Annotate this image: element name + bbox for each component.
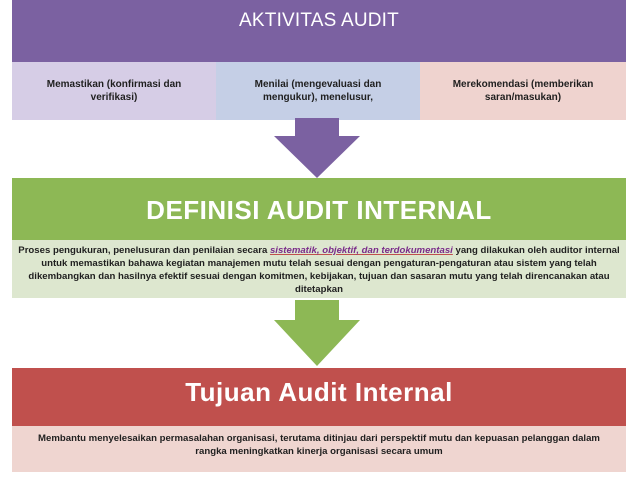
tujuan-header: [12, 368, 626, 426]
down-arrow-icon: [274, 300, 360, 366]
aktivitas-header: [12, 0, 626, 62]
aktivitas-item-label: Memastikan (konfirmasi dan verifikasi): [46, 79, 182, 103]
definisi-text-end: yang dilakukan oleh auditor internal unt…: [28, 245, 620, 295]
aktivitas-item-menilai: Menilai (mengevaluasi dan mengukur), men…: [216, 62, 420, 120]
definisi-title: DEFINISI AUDIT INTERNAL: [146, 195, 492, 225]
aktivitas-item-label: Menilai (mengevaluasi dan mengukur), men…: [254, 79, 382, 103]
down-arrow-icon: [274, 118, 360, 178]
definisi-text: Proses pengukuran, penelusuran dan penil…: [12, 240, 626, 298]
definisi-text-start: Proses pengukuran, penelusuran dan penil…: [18, 245, 270, 256]
definisi-highlight: sistematik, objektif, dan terdokumentasi: [269, 245, 453, 256]
tujuan-text: Membantu menyelesaikan permasalahan orga…: [12, 426, 626, 472]
aktivitas-title: AKTIVITAS AUDIT: [239, 10, 399, 31]
aktivitas-item-memastikan: Memastikan (konfirmasi dan verifikasi): [12, 62, 216, 120]
aktivitas-item-merekomendasi: Merekomendasi (memberikan saran/masukan): [420, 62, 626, 120]
aktivitas-item-label: Merekomendasi (memberikan saran/masukan): [452, 79, 594, 103]
definisi-header: [12, 178, 626, 240]
tujuan-title: Tujuan Audit Internal: [185, 377, 453, 407]
